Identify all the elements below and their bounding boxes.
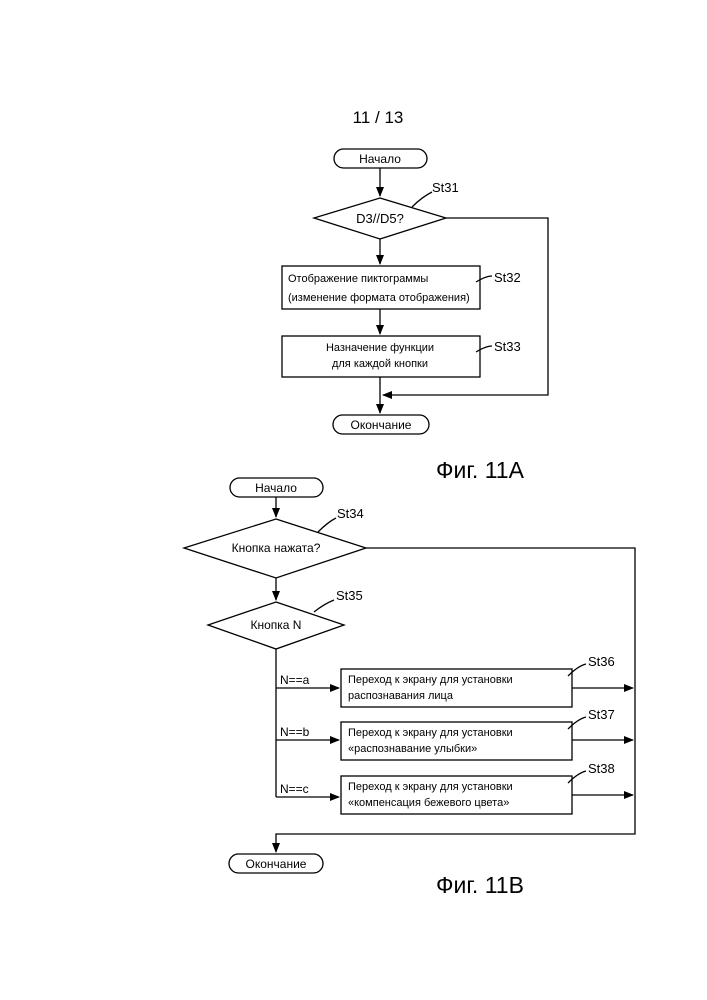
process-st32-line2: (изменение формата отображения) — [288, 292, 470, 304]
branch-b: N==b Переход к экрану для установки «рас… — [276, 707, 633, 760]
figure-11b-caption: Фиг. 11В — [436, 872, 524, 898]
branch-c: N==c Переход к экрану для установки «ком… — [276, 761, 633, 814]
decision-st31-label: D3//D5? — [356, 211, 404, 226]
leader-st35 — [314, 600, 334, 612]
step-st35: St35 — [336, 588, 363, 603]
step-st31: St31 — [432, 180, 459, 195]
process-st32-line1: Отображение пиктограммы — [288, 273, 428, 285]
end-label-b: Окончание — [246, 857, 307, 871]
end-label-a: Окончание — [351, 418, 412, 432]
process-st37-line2: «распознавание улыбки» — [348, 743, 477, 755]
step-st33: St33 — [494, 339, 521, 354]
branch-label-c: N==c — [280, 782, 309, 796]
figure-11b: Начало Кнопка нажата? St34 Кнопка N St35… — [184, 478, 635, 898]
process-st36-line1: Переход к экрану для установки — [348, 674, 513, 686]
leader-st34 — [318, 518, 336, 532]
step-st36: St36 — [588, 654, 615, 669]
page-number: 11 / 13 — [353, 108, 404, 127]
start-label-b: Начало — [255, 481, 297, 495]
step-st32: St32 — [494, 270, 521, 285]
branch-a: N==a Переход к экрану для установки расп… — [276, 654, 633, 707]
decision-st34-label: Кнопка нажата? — [232, 541, 321, 555]
step-st34: St34 — [337, 506, 364, 521]
process-st33-line1: Назначение функции — [326, 342, 434, 354]
branch-label-b: N==b — [280, 725, 310, 739]
process-st38-line2: «компенсация бежевого цвета» — [348, 797, 509, 809]
process-st38-line1: Переход к экрану для установки — [348, 781, 513, 793]
step-st37: St37 — [588, 707, 615, 722]
process-st36-line2: распознавания лица — [348, 690, 454, 702]
process-st33-line2: для каждой кнопки — [332, 358, 428, 370]
figure-11a: Начало D3//D5? St31 Отображение пиктогра… — [282, 149, 548, 483]
branch-label-a: N==a — [280, 673, 310, 687]
start-label-a: Начало — [359, 152, 401, 166]
process-st37-line1: Переход к экрану для установки — [348, 727, 513, 739]
figure-11a-caption: Фиг. 11А — [436, 457, 525, 483]
step-st38: St38 — [588, 761, 615, 776]
decision-st35-label: Кнопка N — [251, 618, 302, 632]
leader-st31 — [412, 192, 432, 207]
